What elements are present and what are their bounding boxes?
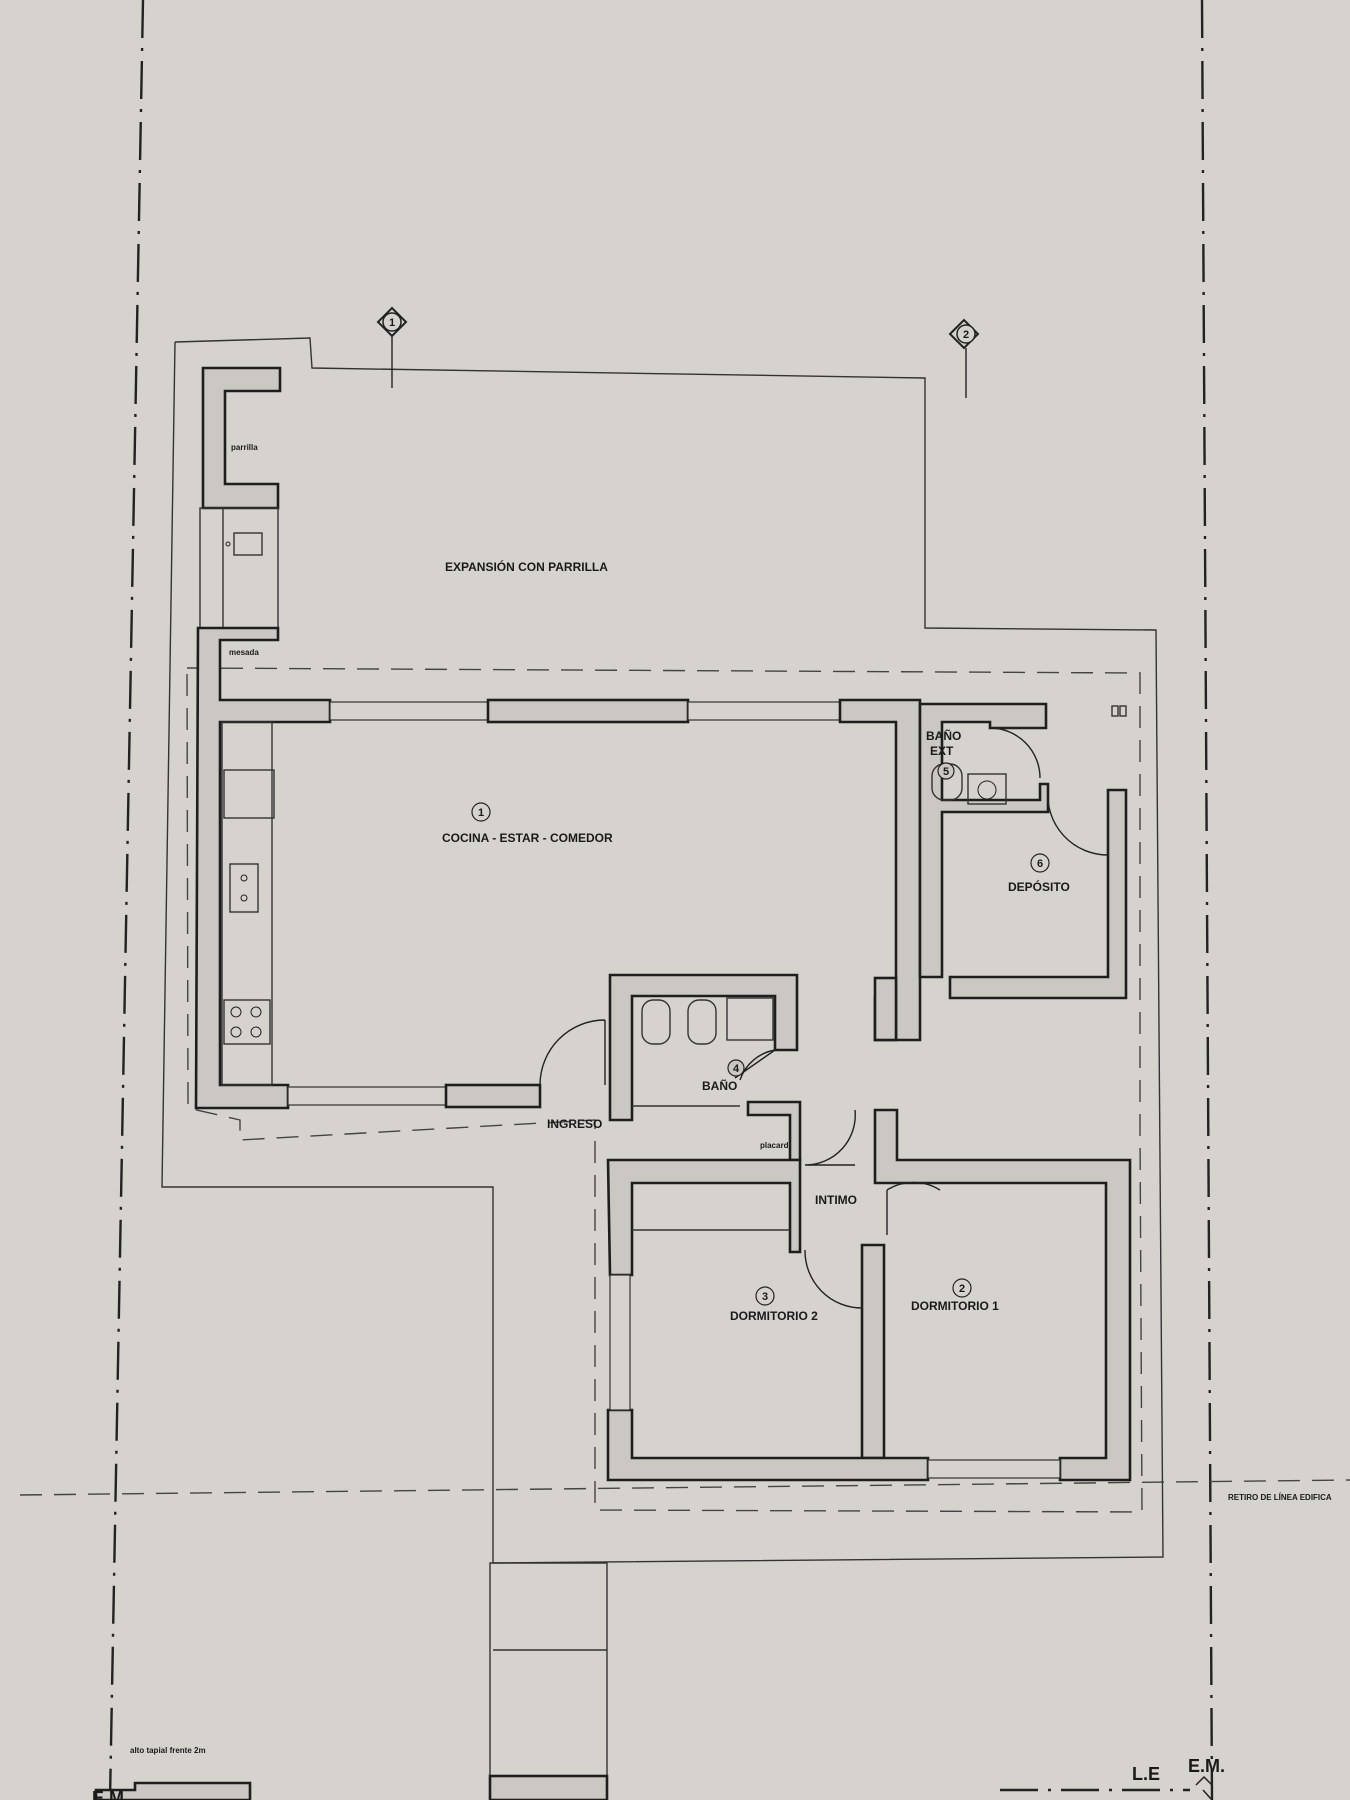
le-label: L.E: [1132, 1764, 1160, 1784]
sink-icon: [233, 532, 263, 556]
room-number: 6: [1037, 858, 1043, 870]
door: [804, 1249, 863, 1309]
window: [609, 1274, 631, 1411]
placard-label: placard: [760, 1141, 789, 1150]
parrilla-label: parrilla: [231, 443, 258, 452]
toilet-icon: [687, 999, 717, 1045]
kitchen-counter: [221, 721, 273, 1086]
property-line-left: [108, 0, 145, 1800]
bano-ext-label-2: EXT: [930, 744, 954, 758]
intimo-label: INTIMO: [815, 1193, 857, 1207]
kitchen-sink-icon: [229, 863, 259, 913]
dormitorio-2-label: DORMITORIO 2: [730, 1309, 818, 1323]
section-marker-2: 2: [948, 318, 980, 398]
meter-icon: [1119, 705, 1127, 717]
room-number: 3: [762, 1291, 768, 1303]
door: [886, 1181, 941, 1235]
counter: [199, 507, 279, 629]
meter-icon: [1111, 705, 1119, 717]
deposito-wall: [948, 788, 1128, 1000]
window: [687, 701, 841, 721]
site-outline-left: [161, 341, 494, 1563]
tapial-label: alto tapial frente 2m: [130, 1746, 206, 1755]
east-wall-lower: [873, 976, 898, 1042]
site-outline: [174, 337, 1164, 1800]
basin-icon: [726, 997, 774, 1041]
bano-label: BAÑO: [702, 1078, 737, 1093]
mesada-label: mesada: [229, 648, 259, 657]
window: [287, 1086, 447, 1106]
west-wall: [194, 626, 332, 1110]
eave-outline: [186, 667, 1143, 1513]
deposito-label: DEPÓSITO: [1008, 879, 1070, 894]
bano-ext-label: BAÑO: [926, 728, 961, 743]
fridge: [223, 769, 275, 819]
window: [927, 1459, 1061, 1479]
em-marker-icon: [1195, 1775, 1213, 1800]
expansion-label: EXPANSIÓN CON PARRILLA: [445, 559, 608, 574]
em-left-label: E.M: [92, 1788, 124, 1800]
setback-line: [19, 1479, 1350, 1496]
property-line-right: [1200, 0, 1214, 1800]
front-wall: [488, 1774, 609, 1800]
door: [804, 1109, 856, 1166]
door: [1047, 789, 1109, 856]
cocina-label: COCINA - ESTAR - COMEDOR: [442, 831, 613, 845]
placard-wall: [746, 1100, 802, 1162]
bedroom-walls: [606, 1158, 802, 1277]
bedroom-south-wall: [606, 1408, 930, 1482]
basin-icon: [967, 773, 1007, 805]
bano-wall: [608, 973, 799, 1122]
door: [989, 727, 1041, 779]
stove-icon: [223, 999, 271, 1045]
window: [329, 701, 489, 721]
em-label: E.M.: [1188, 1756, 1225, 1776]
retiro-label: RETIRO DE LÍNEA EDIFICA: [1228, 1493, 1332, 1502]
north-wall: [486, 698, 690, 724]
room-number: 5: [943, 766, 949, 778]
ingreso-label: INGRESO: [547, 1117, 602, 1131]
dormitorio-1-label: DORMITORIO 1: [911, 1299, 999, 1313]
room-number: 1: [478, 807, 484, 819]
bedroom-east-wall: [873, 1108, 1132, 1482]
ingreso-door: [539, 1019, 606, 1086]
front-wall-left: [94, 1781, 252, 1800]
parrilla-wall: [201, 366, 282, 510]
room-number: 4: [733, 1063, 740, 1075]
section-marker-1: 1: [376, 306, 408, 388]
section-marker-label: 1: [389, 317, 395, 329]
section-marker-label: 2: [963, 329, 969, 341]
bedroom-partition: [860, 1243, 886, 1460]
bidet-icon: [641, 999, 671, 1045]
front-blocks: [493, 1562, 608, 1800]
south-wall: [444, 1083, 542, 1109]
room-number: 2: [959, 1283, 965, 1295]
